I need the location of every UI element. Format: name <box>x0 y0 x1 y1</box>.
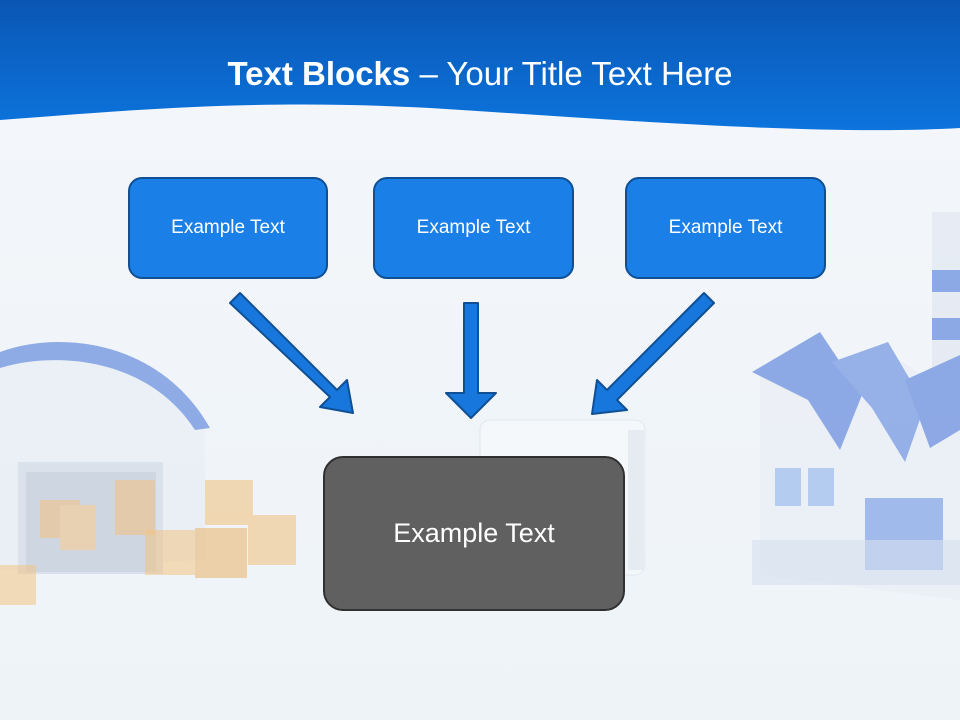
title-dash: – <box>419 55 438 92</box>
warehouse-illustration <box>0 342 210 574</box>
text-block-3-label: Example Text <box>668 217 783 238</box>
text-block-1: Example Text <box>128 177 328 279</box>
header-wave <box>0 0 960 131</box>
text-block-1-label: Example Text <box>171 217 285 238</box>
title-bold: Text Blocks <box>227 55 411 92</box>
cardboard-boxes <box>0 480 296 605</box>
text-block-3: Example Text <box>625 177 826 279</box>
title-rest: Your Title Text Here <box>446 55 733 92</box>
target-block: Example Text <box>323 456 625 611</box>
text-block-2-label: Example Text <box>416 217 531 238</box>
target-block-label: Example Text <box>393 518 555 548</box>
page-title: Text Blocks – Your Title Text Here <box>0 52 960 96</box>
factory-illustration <box>752 212 960 600</box>
text-block-2: Example Text <box>373 177 574 279</box>
